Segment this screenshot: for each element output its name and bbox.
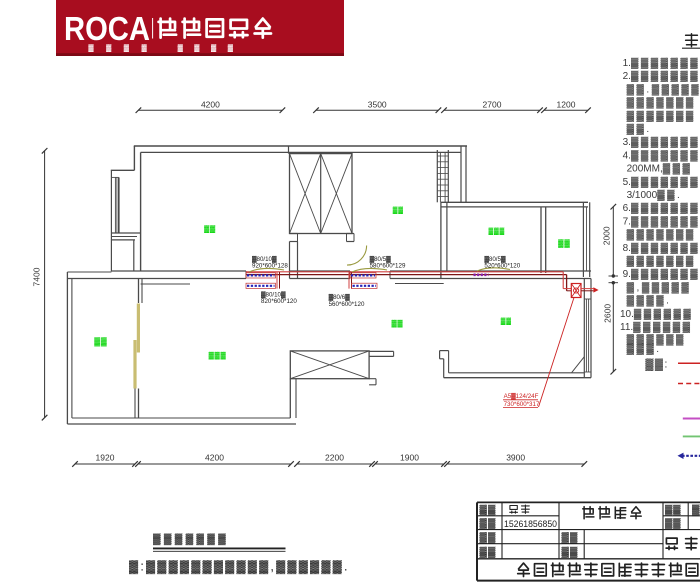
svg-text:▓▓.▓▓▓▓▓: ▓▓.▓▓▓▓▓ xyxy=(627,83,700,95)
svg-text:4200: 4200 xyxy=(201,100,220,110)
svg-text:920*600*128: 920*600*128 xyxy=(252,263,288,270)
svg-text:A5▓124/24F: A5▓124/24F xyxy=(504,393,539,400)
svg-text:▓▓: ▓▓ xyxy=(94,337,107,347)
svg-text:▓80/10▓: ▓80/10▓ xyxy=(261,291,286,298)
svg-text:▓▓▓▓▓▓▓: ▓▓▓▓▓▓▓ xyxy=(627,97,696,109)
svg-text:820*600*120: 820*600*120 xyxy=(261,298,297,305)
svg-text:▓:▓▓▓▓▓▓▓▓▓▓▓,▓▓▓▓▓▓.: ▓:▓▓▓▓▓▓▓▓▓▓▓,▓▓▓▓▓▓. xyxy=(129,560,350,575)
svg-text:▓▓▓▓: ▓▓▓▓ xyxy=(88,44,159,52)
svg-text:▓▓: ▓▓ xyxy=(480,504,497,516)
svg-text:▓▓▓.: ▓▓▓. xyxy=(627,343,662,355)
svg-text:▓▓▓▓▓▓: ▓▓▓▓▓▓ xyxy=(627,334,686,346)
svg-text:▓,▓▓▓▓▓: ▓,▓▓▓▓▓ xyxy=(627,281,692,293)
svg-text:2.▓▓▓▓▓▓▓▓: 2.▓▓▓▓▓▓▓▓ xyxy=(623,70,700,82)
svg-text:▓80/5▓: ▓80/5▓ xyxy=(370,256,392,263)
svg-text:▓▓: ▓▓ xyxy=(480,531,497,543)
svg-text:520*600*120: 520*600*120 xyxy=(484,263,520,270)
svg-text:▓: ▓ xyxy=(692,504,700,516)
svg-text:▓▓▓▓▓▓▓: ▓▓▓▓▓▓▓ xyxy=(627,255,696,267)
svg-text:▓▓: ▓▓ xyxy=(480,517,497,529)
svg-text:▓▓▓: ▓▓▓ xyxy=(209,352,227,360)
svg-text:▓▓: ▓▓ xyxy=(204,225,216,233)
svg-text:2700: 2700 xyxy=(483,100,502,110)
svg-text:▓▓: ▓▓ xyxy=(665,517,681,529)
svg-text:7.▓▓▓▓▓▓▓: 7.▓▓▓▓▓▓▓ xyxy=(623,215,700,227)
svg-text:3900: 3900 xyxy=(506,453,525,463)
svg-text:▓▓: ▓▓ xyxy=(562,546,579,558)
svg-text:8.▓▓▓▓▓▓▓: 8.▓▓▓▓▓▓▓ xyxy=(623,242,700,254)
svg-text:▓▓▓▓▓▓▓: ▓▓▓▓▓▓▓ xyxy=(153,533,229,545)
svg-text:▓80/6▓: ▓80/6▓ xyxy=(329,294,351,301)
svg-text:▓▓:: ▓▓: xyxy=(645,357,669,371)
svg-text:▓80/10▓: ▓80/10▓ xyxy=(252,256,277,263)
svg-text:11.▓▓▓▓▓▓: 11.▓▓▓▓▓▓ xyxy=(620,321,693,333)
svg-text:6.▓▓▓▓▓▓▓: 6.▓▓▓▓▓▓▓ xyxy=(623,202,700,214)
svg-text:3.▓▓▓▓▓▓▓: 3.▓▓▓▓▓▓▓ xyxy=(623,136,700,148)
svg-text:9.▓▓▓▓▓▓▓: 9.▓▓▓▓▓▓▓ xyxy=(623,268,700,280)
svg-text:3/1000▓▓.: 3/1000▓▓. xyxy=(627,189,683,201)
svg-text:▓▓: ▓▓ xyxy=(501,317,512,325)
svg-text:730*600*317: 730*600*317 xyxy=(504,401,540,408)
svg-text:▓▓: ▓▓ xyxy=(665,504,681,516)
svg-text:1900: 1900 xyxy=(400,453,419,463)
svg-text:▓▓▓▓: ▓▓▓▓ xyxy=(178,44,245,52)
svg-text:▓▓▓: ▓▓▓ xyxy=(488,227,505,235)
svg-text:▓▓: ▓▓ xyxy=(480,546,497,558)
svg-text:1920: 1920 xyxy=(96,453,115,463)
svg-text:2000: 2000 xyxy=(602,226,612,245)
svg-text:▓▓: ▓▓ xyxy=(391,319,403,327)
svg-text:▓▓▓▓▓▓▓: ▓▓▓▓▓▓▓ xyxy=(627,229,696,241)
svg-text:ROCA: ROCA xyxy=(64,11,150,48)
svg-text:2200: 2200 xyxy=(325,453,344,463)
svg-text:▓80/5▓: ▓80/5▓ xyxy=(484,256,506,263)
svg-text:5.▓▓▓▓▓▓▓: 5.▓▓▓▓▓▓▓ xyxy=(623,176,700,188)
svg-text:4.▓▓▓▓▓▓▓: 4.▓▓▓▓▓▓▓ xyxy=(623,149,700,161)
svg-text:▓▓: ▓▓ xyxy=(562,531,579,543)
svg-text:1200: 1200 xyxy=(557,100,576,110)
svg-text:200MM,▓▓▓: 200MM,▓▓▓ xyxy=(627,163,693,175)
svg-text:▓▓.: ▓▓. xyxy=(627,123,652,135)
svg-text:560*600*120: 560*600*120 xyxy=(329,301,365,308)
svg-text:7400: 7400 xyxy=(32,267,42,286)
svg-text:15261856850: 15261856850 xyxy=(504,519,557,530)
svg-text:▓▓: ▓▓ xyxy=(558,238,571,248)
svg-text:580*600*129: 580*600*129 xyxy=(370,263,406,270)
svg-text:▓▓: ▓▓ xyxy=(393,206,404,214)
svg-text:1.▓▓▓▓▓▓▓▓: 1.▓▓▓▓▓▓▓▓ xyxy=(623,57,700,69)
svg-text:▓▓▓▓▓▓▓: ▓▓▓▓▓▓▓ xyxy=(627,110,696,122)
svg-text:4200: 4200 xyxy=(205,453,224,463)
svg-text:3500: 3500 xyxy=(368,100,387,110)
svg-text:10.▓▓▓▓▓▓: 10.▓▓▓▓▓▓ xyxy=(620,308,693,320)
svg-text:2600: 2600 xyxy=(603,304,613,323)
svg-text:▓▓▓▓.: ▓▓▓▓. xyxy=(627,295,672,307)
